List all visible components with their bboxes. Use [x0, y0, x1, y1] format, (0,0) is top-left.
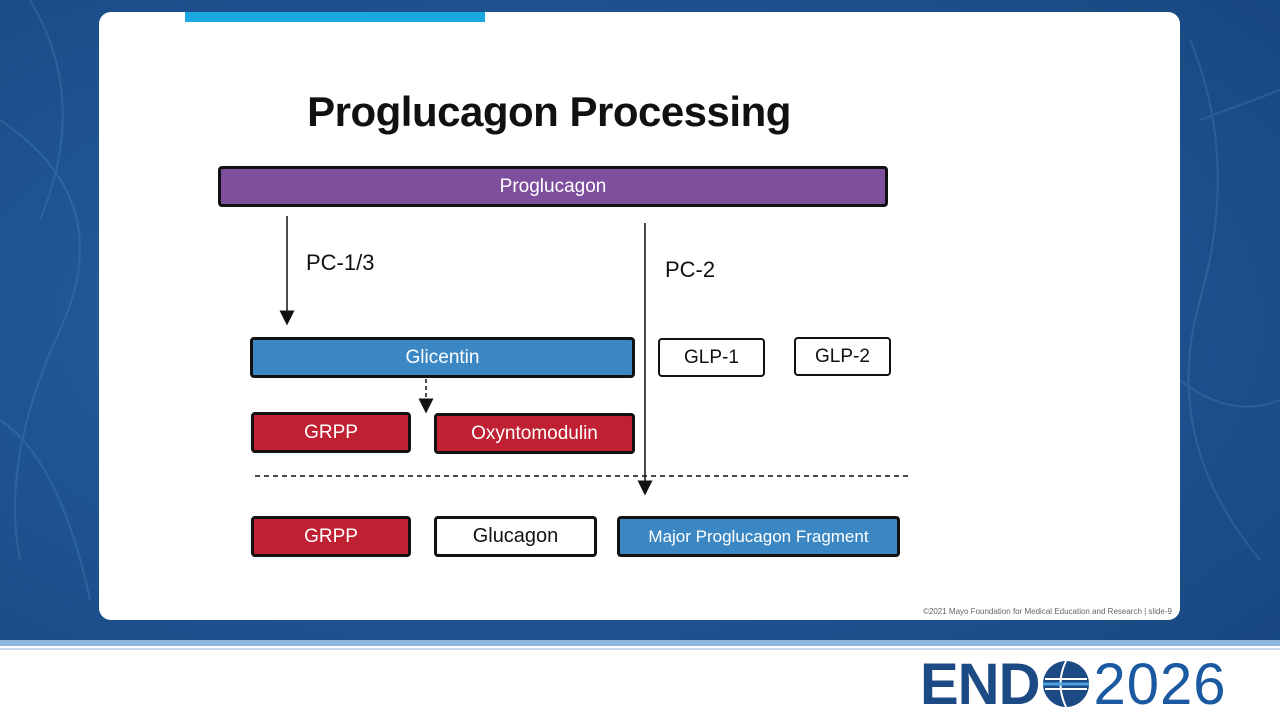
glp1-box: GLP-1 [658, 338, 765, 377]
slide-card: Proglucagon Processing Proglucagon PC-1/… [99, 12, 1180, 620]
background-pattern [0, 0, 1280, 601]
pc2-label: PC-2 [665, 257, 716, 282]
copyright-text: ©2021 Mayo Foundation for Medical Educat… [922, 607, 1172, 616]
glicentin-box: Glicentin [250, 337, 635, 378]
endo-2026-logo: END 2026 [920, 652, 1227, 717]
proglucagon-box: Proglucagon [218, 166, 888, 207]
footer-bar: END 2026 [0, 640, 1280, 720]
glucagon-box: Glucagon [434, 516, 597, 557]
accent-bar [185, 12, 485, 22]
pc13-label: PC-1/3 [306, 250, 375, 275]
diagram-connectors [255, 216, 909, 496]
glp2-box: GLP-2 [794, 337, 891, 376]
logo-endo-text: END [920, 651, 1040, 717]
logo-year-text: 2026 [1093, 651, 1227, 717]
slide-title: Proglucagon Processing [307, 88, 791, 135]
footer-stripe [0, 640, 1280, 646]
globe-icon [1043, 660, 1090, 708]
grpp-upper-box: GRPP [251, 412, 411, 453]
grpp-lower-box: GRPP [251, 516, 411, 557]
major-proglucagon-fragment-box: Major Proglucagon Fragment [617, 516, 900, 557]
oxyntomodulin-box: Oxyntomodulin [434, 413, 635, 454]
footer-stripe-thin [0, 648, 1280, 650]
